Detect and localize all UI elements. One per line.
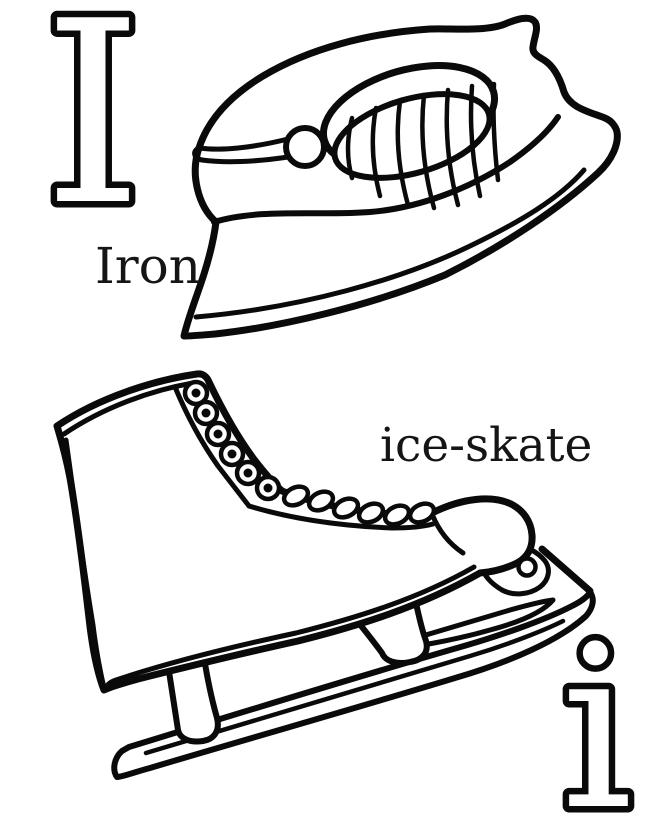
iron-label: Iron — [95, 237, 201, 295]
iron-sole-edge-line — [193, 167, 587, 320]
ice-skate-label: ice-skate — [380, 418, 592, 473]
lace-loop — [382, 503, 412, 527]
eyelet — [254, 474, 282, 502]
eyelet-hole — [227, 449, 237, 459]
eyelet-hole — [201, 408, 211, 418]
eyelet-hole — [243, 468, 253, 478]
iron-band — [192, 136, 291, 165]
skate-rivet — [516, 556, 538, 578]
iron-rib — [444, 87, 461, 208]
skate-toe-cap-line — [429, 511, 466, 556]
iron-rib — [395, 98, 411, 208]
eyelet — [218, 440, 246, 468]
eyelet — [204, 420, 232, 448]
iron-grip-ribs — [345, 81, 501, 211]
iron-knob — [283, 125, 327, 169]
eyelet — [182, 379, 210, 407]
lace-loop — [356, 501, 386, 525]
eyelet-hole — [191, 388, 201, 398]
skate-lace-strip-line — [172, 384, 252, 509]
skate-throat-line — [246, 503, 436, 531]
iron-rib — [345, 115, 355, 181]
iron-sole-seam — [211, 114, 561, 225]
eyelet — [234, 459, 262, 487]
skate-blade-inner-line — [143, 618, 566, 756]
lace-loop — [331, 496, 361, 520]
lace-loop — [281, 484, 311, 508]
iron-rib — [420, 92, 437, 211]
lace-loop — [407, 501, 437, 525]
iron-band-bottom — [199, 154, 291, 165]
iron-illustration — [180, 14, 621, 340]
skate-collar-line — [61, 380, 196, 437]
skate-eyelets — [182, 379, 282, 502]
iron-band-cap — [192, 145, 205, 163]
eyelet-hole — [213, 429, 223, 439]
skate-sole-line — [103, 564, 477, 691]
lowercase-letter-i: i — [561, 598, 633, 820]
skate-back-line — [63, 437, 107, 691]
lace-loop — [306, 489, 336, 513]
iron-rib — [468, 83, 483, 199]
uppercase-letter-i: I — [43, 0, 143, 261]
skate-support-edge — [538, 545, 594, 595]
eyelet-hole — [263, 483, 273, 493]
iron-rib — [491, 81, 501, 183]
iron-band-top — [197, 136, 291, 152]
ice-skate-illustration — [53, 370, 596, 780]
skate-lace-loops — [281, 484, 437, 527]
eyelet — [192, 399, 220, 427]
iron-rib — [370, 105, 383, 199]
